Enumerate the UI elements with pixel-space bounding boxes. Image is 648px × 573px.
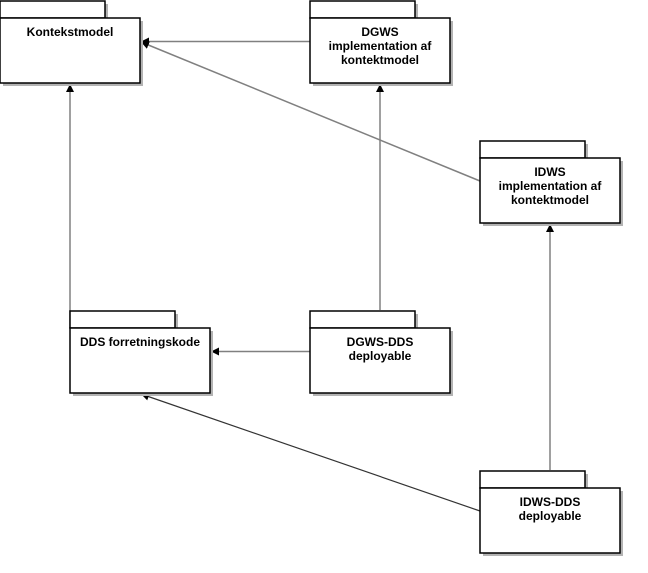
dependency-arrow-idws-dds-to-dds-forretningskode bbox=[140, 392, 481, 512]
dependency-edges bbox=[66, 37, 554, 512]
package-label-line: Kontekstmodel bbox=[27, 25, 114, 39]
package-label-line: kontektmodel bbox=[341, 53, 419, 67]
package-label-line: IDWS-DDS bbox=[520, 495, 581, 509]
package-body bbox=[69, 327, 211, 394]
package-tab bbox=[69, 310, 176, 329]
package-body bbox=[479, 487, 621, 554]
dependency-arrow-idws-impl-to-kontekstmodel bbox=[140, 41, 481, 182]
package-kontekstmodel[interactable]: Kontekstmodel bbox=[0, 0, 143, 86]
package-label-line: implementation af bbox=[329, 39, 433, 53]
package-label-line: DGWS-DDS bbox=[347, 335, 414, 349]
package-tab bbox=[0, 0, 106, 19]
package-label-line: DGWS bbox=[361, 25, 398, 39]
package-body bbox=[309, 17, 451, 84]
package-body bbox=[309, 327, 451, 394]
package-dds-forretningskode[interactable]: DDS forretningskode bbox=[69, 310, 213, 396]
package-label-line: deployable bbox=[349, 349, 412, 363]
package-tab bbox=[309, 0, 416, 19]
package-label-line: DDS forretningskode bbox=[80, 335, 200, 349]
package-label-line: kontektmodel bbox=[511, 193, 589, 207]
package-body bbox=[479, 157, 621, 224]
package-tab bbox=[479, 470, 586, 489]
package-label-line: implementation af bbox=[499, 179, 603, 193]
package-tab bbox=[309, 310, 416, 329]
package-label-line: deployable bbox=[519, 509, 582, 523]
package-body bbox=[0, 17, 141, 84]
package-tab bbox=[479, 140, 586, 159]
package-label-line: IDWS bbox=[534, 165, 565, 179]
